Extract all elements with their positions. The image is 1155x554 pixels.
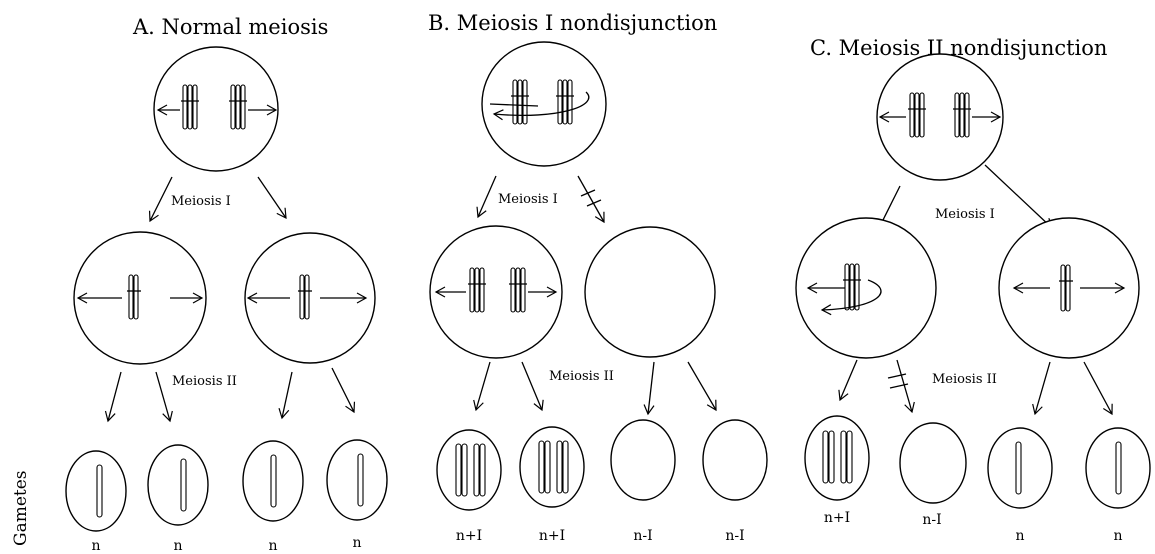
gamete-cell (519, 426, 585, 508)
chromosome (298, 274, 312, 320)
chromosome-pair (556, 79, 574, 125)
chromosome (828, 430, 835, 484)
gamete-label: n-I (725, 528, 744, 544)
empty-gamete-cell (899, 422, 967, 504)
chromosome-pair (953, 92, 971, 138)
gamete-label: n+I (539, 528, 565, 544)
division-arrow (1083, 361, 1113, 416)
gamete-label: n-I (922, 512, 941, 528)
division-arrow (476, 175, 497, 219)
division-arrow (104, 371, 122, 423)
chromosome (270, 454, 277, 508)
block-mark (889, 383, 909, 389)
division-arrow (984, 164, 1053, 229)
chromosome (562, 440, 569, 494)
chromosome (1059, 264, 1073, 312)
meiosis-i-label: Meiosis I (498, 192, 558, 207)
panel-c: Meiosis I Meiosis II (795, 53, 1151, 544)
division-arrow (155, 371, 173, 423)
parent-cell (481, 41, 607, 167)
chromosome (357, 453, 364, 507)
panel-a: Meiosis I Meiosis II (65, 46, 388, 554)
chromosome (840, 430, 847, 484)
gamete-label: n (268, 538, 277, 554)
gamete-label: n (352, 535, 361, 551)
division-arrow (521, 361, 544, 412)
division-arrow (1032, 361, 1051, 416)
gamete-label: n (1015, 528, 1024, 544)
chromosome-pair (229, 84, 247, 130)
spindle-line (489, 103, 539, 107)
spindle-arrow (492, 91, 590, 121)
daughter-cell (73, 231, 207, 365)
gamete-cell (436, 429, 502, 511)
chromosome (127, 274, 141, 320)
chromosome-pair (511, 79, 529, 125)
gamete-label: n+I (456, 528, 482, 544)
empty-gamete-cell (610, 419, 676, 501)
panel-a-title: A. Normal meiosis (132, 15, 328, 39)
gamete-label: n (173, 538, 182, 554)
division-arrow (473, 361, 491, 412)
division-arrow (687, 361, 717, 412)
chromosome-pair (181, 84, 199, 130)
gamete-label: n-I (633, 528, 652, 544)
meiosis-i-label: Meiosis I (171, 194, 231, 209)
chromosome-pair (843, 263, 861, 311)
division-arrow (331, 367, 356, 414)
blocked-arrow (577, 175, 605, 224)
chromosome-pair (509, 267, 527, 313)
chromosome (556, 440, 563, 494)
spindle-arrow (820, 279, 882, 316)
daughter-cell (429, 225, 563, 359)
empty-daughter-cell (584, 226, 716, 358)
parent-cell (876, 53, 1004, 181)
division-arrow (148, 176, 173, 223)
division-arrow (838, 359, 858, 402)
empty-gamete-cell (702, 419, 768, 501)
meiosis-ii-label: Meiosis II (932, 372, 997, 387)
panel-c-title: C. Meiosis II nondisjunction (810, 36, 1107, 60)
division-arrow (257, 176, 287, 220)
meiosis-i-label: Meiosis I (935, 207, 995, 222)
block-mark (887, 373, 907, 379)
gamete-cell (804, 415, 870, 501)
chromosome (544, 440, 551, 494)
meiosis-ii-label: Meiosis II (172, 374, 237, 389)
gamete-cell (326, 439, 388, 521)
division-arrow (643, 361, 655, 416)
blocked-arrow (896, 359, 915, 414)
parent-cell (153, 46, 279, 172)
chromosome (1115, 441, 1122, 495)
chromosome-pair (908, 92, 926, 138)
chromosome (822, 430, 829, 484)
chromosome (180, 458, 187, 512)
gametes-side-label: Gametes (11, 470, 31, 546)
daughter-cell (244, 232, 376, 364)
chromosome (846, 430, 853, 484)
gamete-label: n (91, 538, 100, 554)
meiosis-ii-label: Meiosis II (549, 369, 614, 384)
chromosome (479, 443, 486, 497)
chromosome (455, 443, 462, 497)
daughter-cell (795, 217, 937, 359)
chromosome (461, 443, 468, 497)
chromosome (1015, 441, 1022, 495)
gamete-cell (147, 444, 209, 526)
gamete-label: n (1113, 528, 1122, 544)
chromosome (473, 443, 480, 497)
block-mark (586, 199, 602, 207)
block-mark (580, 189, 596, 197)
panel-b-title: B. Meiosis I nondisjunction (428, 11, 717, 35)
gamete-cell (65, 450, 127, 532)
division-arrow (278, 371, 293, 420)
chromosome (538, 440, 545, 494)
chromosome (96, 464, 103, 518)
panel-b: Meiosis I Meiosis II (429, 41, 768, 544)
chromosome-pair (468, 267, 486, 313)
gamete-label: n+I (824, 510, 850, 526)
